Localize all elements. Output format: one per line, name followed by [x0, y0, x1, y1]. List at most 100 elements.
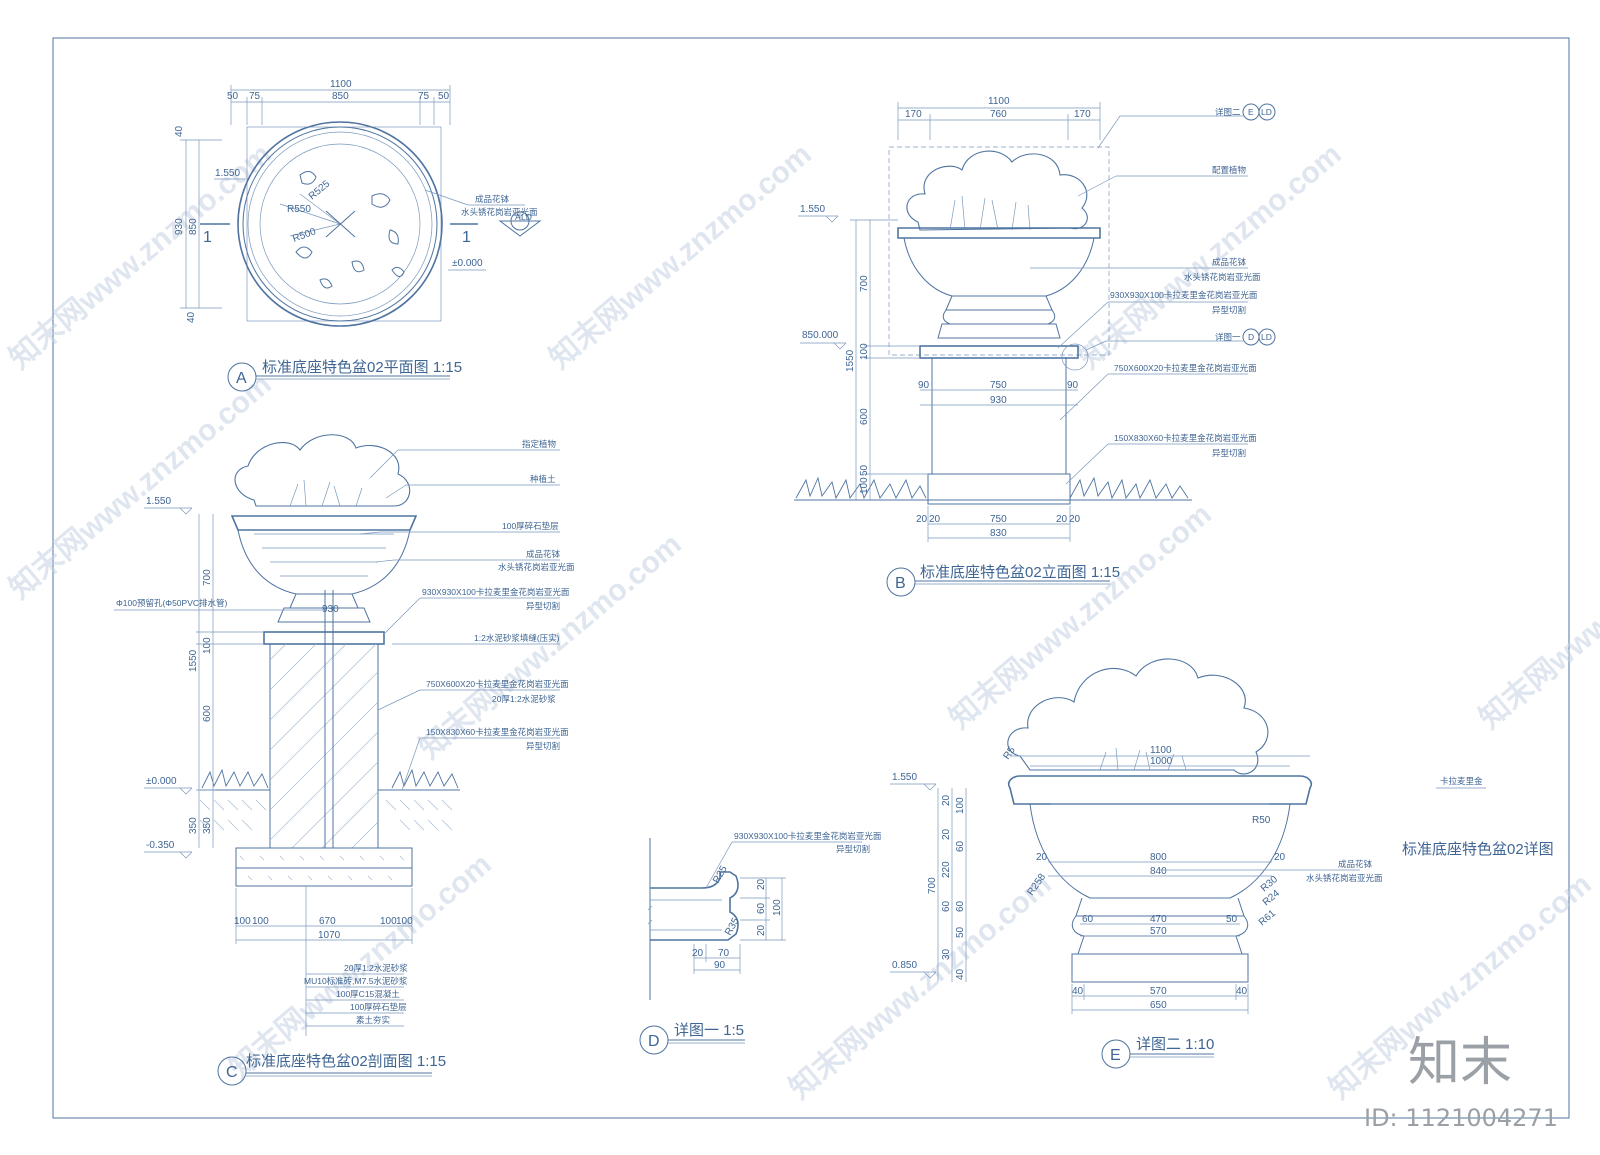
view-e-dim: 100 — [955, 797, 966, 814]
view-e-dim: 40 — [1236, 986, 1248, 997]
view-e-dim: 60 — [955, 840, 966, 852]
view-d-title: 详图一 1:5 — [674, 1022, 744, 1039]
view-c-dim: 100 — [234, 916, 251, 927]
view-d-dim: 20 — [756, 924, 767, 936]
view-e-dim: 840 — [1150, 866, 1167, 877]
view-e-dim: 60 — [1082, 914, 1094, 925]
view-a-dim: 75 — [418, 91, 430, 102]
view-e-radius: R50 — [1252, 815, 1271, 826]
view-d-note: 异型切割 — [836, 844, 870, 854]
view-a-dim: 850 — [188, 218, 199, 235]
view-c-level: ±0.000 — [146, 776, 177, 787]
view-a-dim: 75 — [249, 91, 261, 102]
view-e-dim: 20 — [941, 828, 952, 840]
view-a-plan: R525 R550 R500 1100 50 75 850 75 50 40 9… — [174, 79, 542, 392]
view-d-dim: 60 — [756, 902, 767, 914]
view-c-note: 异型切割 — [526, 601, 560, 611]
view-b-ref-letter: D — [1248, 332, 1254, 342]
view-b-ref-sheet: LD — [1261, 332, 1272, 342]
view-d-detail: 930X930X100卡拉麦里金花岗岩亚光面 异型切割 R25 R35 20 6… — [639, 831, 882, 1055]
watermark-text: 知末网www.znzmo.com — [1473, 498, 1600, 736]
view-b-dim: 90 — [918, 380, 930, 391]
view-b-dim: 830 — [990, 528, 1007, 539]
view-b-note: 配置植物 — [1212, 165, 1247, 175]
view-b-dim: 100 — [859, 343, 870, 360]
view-a-badge: A — [236, 370, 247, 387]
view-b-dim: 50 — [859, 464, 870, 476]
view-c-note: 种植土 — [530, 474, 556, 484]
view-b-dim: 750 — [990, 514, 1007, 525]
view-a-ref-sheet: LD — [521, 212, 532, 222]
view-a-radius: R550 — [287, 204, 311, 215]
view-b-note: 水头锈花岗岩亚光面 — [1184, 272, 1261, 282]
view-b-note: 异型切割 — [1212, 448, 1246, 458]
view-c-dim: 930 — [322, 604, 339, 615]
view-c-dim: 700 — [202, 569, 213, 586]
view-a-dim: 50 — [438, 91, 450, 102]
view-c-layer: 素土夯实 — [356, 1015, 390, 1025]
brand-logo: 知末 — [1408, 1033, 1512, 1093]
view-a-title: 标准底座特色盆02平面图 1:15 — [262, 359, 462, 376]
view-a-dim: 50 — [227, 91, 239, 102]
watermark-text: 知末网www.znzmo.com — [1073, 138, 1347, 376]
view-d-radius: R25 — [711, 864, 730, 886]
view-b-badge: B — [895, 575, 906, 592]
view-c-dim: 100 — [202, 637, 213, 654]
view-e-level: 1.550 — [892, 772, 917, 783]
view-b-dim: 750 — [990, 380, 1007, 391]
view-c-note: 100厚碎石垫层 — [502, 521, 559, 531]
view-b-dim: 170 — [905, 109, 922, 120]
view-b-dim: 100 — [859, 477, 870, 494]
view-e-dim: 470 — [1150, 914, 1167, 925]
view-a-level: 1.550 — [215, 168, 240, 179]
view-c-level: -0.350 — [146, 840, 175, 851]
view-a-section-mark: 1 — [462, 229, 471, 246]
view-c-dim: 100 — [252, 916, 269, 927]
view-e-dim: 40 — [1072, 986, 1084, 997]
brand-id: ID: 1121004271 — [1364, 1104, 1558, 1132]
view-b-ref-e: 详图二 — [1215, 107, 1241, 117]
view-e-dim: 800 — [1150, 852, 1167, 863]
view-c-dim: 350 — [202, 817, 213, 834]
view-b-level: 850.000 — [802, 330, 839, 341]
view-d-radius: R35 — [723, 916, 742, 938]
view-e-note: 水头锈花岗岩亚光面 — [1306, 873, 1383, 883]
view-b-dim: 600 — [859, 408, 870, 425]
view-c-dim: 100 — [396, 916, 413, 927]
view-c-level: 1.550 — [146, 496, 171, 507]
view-c-title: 标准底座特色盆02剖面图 1:15 — [246, 1053, 446, 1070]
view-e-dim: 220 — [941, 861, 952, 878]
sheet-tag: 卡拉麦里金 — [1440, 776, 1483, 786]
view-e-dim: 1100 — [1150, 745, 1172, 756]
view-c-note: 20厚1:2水泥砂浆 — [492, 694, 556, 704]
view-e-dim: 700 — [927, 877, 938, 894]
view-b-title: 标准底座特色盆02立面图 1:15 — [920, 564, 1120, 581]
view-c-dim: 1070 — [318, 930, 341, 941]
view-c-dim: 670 — [319, 916, 336, 927]
view-d-dim: 20 — [756, 878, 767, 890]
view-b-dim: 1100 — [988, 96, 1010, 107]
view-c-note: 150X830X60卡拉麦里金花岗岩亚光面 — [426, 727, 569, 737]
view-e-badge: E — [1110, 1047, 1121, 1064]
sheet-border — [52, 37, 1570, 1119]
view-a-radius: R500 — [291, 226, 318, 245]
watermark-text: 知末网www.znzmo.com — [783, 868, 1057, 1106]
view-a-dim: 40 — [174, 125, 185, 137]
view-e-dim: 40 — [955, 968, 966, 980]
view-e-dim: 1000 — [1150, 756, 1173, 767]
view-c-pipe-note: Φ100预留孔(Φ50PVC排水管) — [116, 598, 228, 608]
view-b-dim: 930 — [990, 395, 1007, 406]
view-c-layer: 100厚C15混凝土 — [336, 989, 400, 999]
view-c-note: 成品花钵 — [526, 549, 561, 559]
view-d-dim: 70 — [718, 948, 730, 959]
view-c-note: 930X930X100卡拉麦里金花岗岩亚光面 — [422, 587, 570, 597]
view-d-note: 930X930X100卡拉麦里金花岗岩亚光面 — [734, 831, 882, 841]
view-a-section-mark: 1 — [203, 229, 212, 246]
view-a-note: 水头锈花岗岩亚光面 — [461, 207, 538, 217]
view-c-dim: 600 — [202, 705, 213, 722]
view-b-ref-sheet: LD — [1261, 107, 1272, 117]
view-b-dim: 20 — [1069, 514, 1081, 525]
view-e-dim: 60 — [941, 900, 952, 912]
view-c-note: 1:2水泥砂浆填缝(压实) — [474, 633, 560, 643]
